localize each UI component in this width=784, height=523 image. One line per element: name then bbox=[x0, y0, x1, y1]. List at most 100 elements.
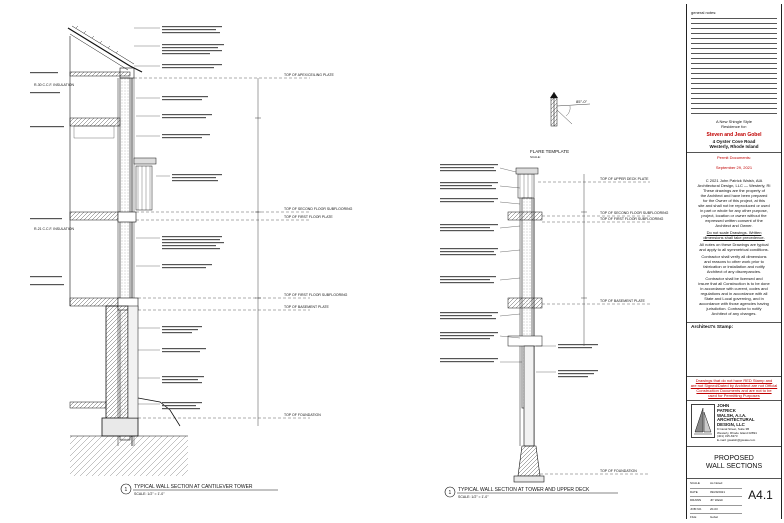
left-caption: 1 TYPICAL WALL SECTION AT CANTILEVER TOW… bbox=[120, 483, 278, 496]
scale-note-line: dimensions shall take precedence. bbox=[703, 235, 765, 240]
general-note-line: All notes on these Drawings are typical bbox=[699, 242, 769, 247]
general-note-line: Contractor shall verify all dimensions bbox=[701, 254, 767, 259]
copyright-line: the Architect and have been prepared bbox=[700, 193, 768, 198]
info-label: DRAWN bbox=[690, 498, 702, 503]
info-label: DATE bbox=[690, 489, 698, 494]
info-value: 09/29/2021 bbox=[710, 489, 726, 494]
info-value: As Noted bbox=[710, 481, 723, 485]
left-detail-title: TYPICAL WALL SECTION AT CANTILEVER TOWER bbox=[134, 484, 253, 490]
sheet-title-line-2: WALL SECTIONS bbox=[705, 463, 763, 470]
warning-line: Construction Documents and are not to be bbox=[696, 388, 772, 393]
right-detail-number: 1 bbox=[449, 490, 452, 496]
firm-name-line: DESIGN, LLC bbox=[717, 422, 745, 428]
general-note-line: and reasons to other work prior to bbox=[704, 259, 764, 264]
info-label: SCALE bbox=[690, 481, 700, 485]
red-stamp-warning: Drawings that do not have RED Stamp and … bbox=[689, 378, 779, 398]
architect-stamp-label: Architect's Stamp: bbox=[691, 325, 734, 330]
flare-title: FLARE TEMPLATE bbox=[530, 149, 569, 154]
copyright-line: site and shall not be reproduced or used bbox=[698, 203, 770, 208]
left-wall-section bbox=[30, 25, 310, 476]
right-detail-scale: SCALE: 1/2" = 1'-0" bbox=[458, 495, 489, 499]
general-note-line: Architect of any discrepancies. bbox=[706, 269, 762, 274]
info-value: JP. Walsh bbox=[710, 498, 724, 503]
firm-name-line: PATRICK bbox=[717, 407, 736, 413]
general-note-line: insure that all Construction is to be do… bbox=[698, 281, 770, 286]
copyright-line: Architect and Owner. bbox=[715, 223, 753, 228]
level-label-left: TOP OF FIRST FLOOR PLATE bbox=[284, 215, 333, 219]
level-label-right: TOP OF UPPER DECK PLATE bbox=[600, 177, 649, 181]
title-block: general notes: A New Shingle Style Resid… bbox=[686, 4, 782, 519]
copyright-line: in part or whole for any other purpose, bbox=[700, 208, 768, 213]
copyright-line: C 2021 John Patrick Walsh, AIA bbox=[705, 178, 763, 183]
sheet-info-table: SCALE As Noted DATE 09/29/2021 DRAWN JP.… bbox=[690, 480, 742, 522]
left-detail-number: 1 bbox=[125, 487, 128, 493]
left-tag: R-30 C.C.F. INSULATION bbox=[34, 83, 74, 87]
general-note-line: Contractor shall be licensed and bbox=[705, 276, 763, 281]
copyright-notes: C 2021 John Patrick Walsh, AIA Architect… bbox=[690, 178, 778, 316]
angle-label: 85°-0" bbox=[576, 99, 588, 104]
firm-logo-icon bbox=[691, 404, 715, 438]
info-row: SCALE As Noted bbox=[690, 480, 742, 489]
level-label-right: TOP OF BASEMENT PLATE bbox=[600, 299, 646, 303]
info-value: 20-03 bbox=[710, 506, 718, 511]
general-note-line: in accordance with current, codes and bbox=[700, 286, 768, 291]
right-detail-title: TYPICAL WALL SECTION AT TOWER AND UPPER … bbox=[458, 487, 590, 493]
flare-sub: SCALE: bbox=[530, 155, 541, 159]
info-row: DATE 09/29/2021 bbox=[690, 489, 742, 498]
general-notes-label: general notes: bbox=[691, 10, 717, 15]
level-label-left: TOP OF SECOND FLOOR SUBFLOORING bbox=[284, 207, 353, 211]
right-wall-section: 85°-0" FLARE TEMPLATE SCALE: bbox=[440, 92, 650, 483]
general-note-line: Architect of any changes. bbox=[711, 311, 757, 316]
level-label-left: TOP OF FIRST FLOOR SUBFLOORING bbox=[284, 293, 348, 297]
project-line-1: A New Shingle Style bbox=[715, 119, 753, 124]
level-label-right: TOP OF SECOND FLOOR SUBFLOORING bbox=[600, 211, 669, 215]
general-note-line: regulations and in accordance with all bbox=[700, 291, 768, 296]
level-label-left: TOP OF BASEMENT PLATE bbox=[284, 305, 330, 309]
level-label-left: TOP OF FOUNDATION bbox=[284, 413, 321, 417]
sheet-title-line-1: PROPOSED bbox=[714, 455, 754, 462]
address-line-2: Westerly, Rhode Island bbox=[709, 144, 759, 149]
info-row: DRAWN JP. Walsh bbox=[690, 497, 742, 506]
info-label: JOB NO. bbox=[690, 506, 703, 511]
permit-line-2: September 29, 2021 bbox=[715, 165, 753, 170]
firm-name-line: WALSH, A.I.A. bbox=[717, 412, 747, 418]
copyright-line: expressed written consent of the bbox=[705, 218, 763, 223]
address-line-1: 4 Oyster Cove Road bbox=[712, 139, 756, 144]
firm-address-line: (401) 315-6373 bbox=[717, 434, 738, 439]
warning-line: used for Permitting Purposes bbox=[708, 393, 760, 398]
level-label-right: TOP OF FOUNDATION bbox=[600, 469, 637, 473]
wall-sections-drawing: TOP OF APEX/CEILING PLATE TOP OF SECOND … bbox=[30, 25, 669, 499]
general-note-line: State and Local governing, and in bbox=[704, 296, 764, 301]
info-label: FILE bbox=[690, 515, 697, 520]
info-row: FILE Gobel bbox=[690, 514, 742, 522]
warning-line: are not Signed/Dated by Architect are no… bbox=[690, 383, 778, 388]
firm-address-line: 9 Canal Street, Suite 3B bbox=[717, 426, 750, 431]
general-note-line: fabrication or installation and notify bbox=[703, 264, 765, 269]
level-label-left: TOP OF APEX/CEILING PLATE bbox=[284, 73, 334, 77]
sheet-number: A4.1 bbox=[748, 488, 773, 502]
permit-line-1: Permit Documents: bbox=[716, 155, 751, 160]
firm-name: JOHN PATRICK WALSH, A.I.A. ARCHITECTURAL… bbox=[717, 403, 779, 442]
info-value: Gobel bbox=[710, 515, 719, 520]
client-name: Steven and Jean Gobel bbox=[706, 132, 762, 138]
warning-line: Drawings that do not have RED Stamp and bbox=[695, 378, 773, 383]
firm-name-line: JOHN bbox=[717, 403, 730, 408]
firm-address-line: Westerly, Rhode Island 02891 bbox=[717, 430, 757, 435]
scale-note-line: Do not scale Drawings. Written bbox=[706, 230, 762, 235]
copyright-line: for the Owner of this project, at this bbox=[702, 198, 766, 203]
copyright-line: Architectural Design, LLC — Westerly, RI bbox=[697, 183, 771, 188]
level-label-right: TOP OF FIRST FLOOR SUBFLOORING bbox=[600, 217, 664, 221]
copyright-line: project, location or owner without the bbox=[701, 213, 767, 218]
firm-name-line: ARCHITECTURAL bbox=[717, 417, 755, 423]
left-detail-scale: SCALE: 1/2" = 1'-0" bbox=[134, 492, 165, 496]
right-caption: 1 TYPICAL WALL SECTION AT TOWER AND UPPE… bbox=[444, 486, 618, 499]
copyright-line: These drawings are the property of bbox=[702, 188, 766, 193]
info-row: JOB NO. 20-03 bbox=[690, 506, 742, 515]
left-tag: R-21 C.C.F. INSULATION bbox=[34, 227, 74, 231]
general-note-line: jurisdiction. Contractor to notify bbox=[706, 306, 762, 311]
firm-address-line: E-mail: jpwalsh@jpwaia.com bbox=[717, 437, 756, 442]
project-line-2: Residence for: bbox=[721, 124, 747, 129]
general-note-line: accordance with those agencies having bbox=[699, 301, 769, 306]
general-note-line: and apply to all symmetrical conditions. bbox=[699, 247, 769, 252]
